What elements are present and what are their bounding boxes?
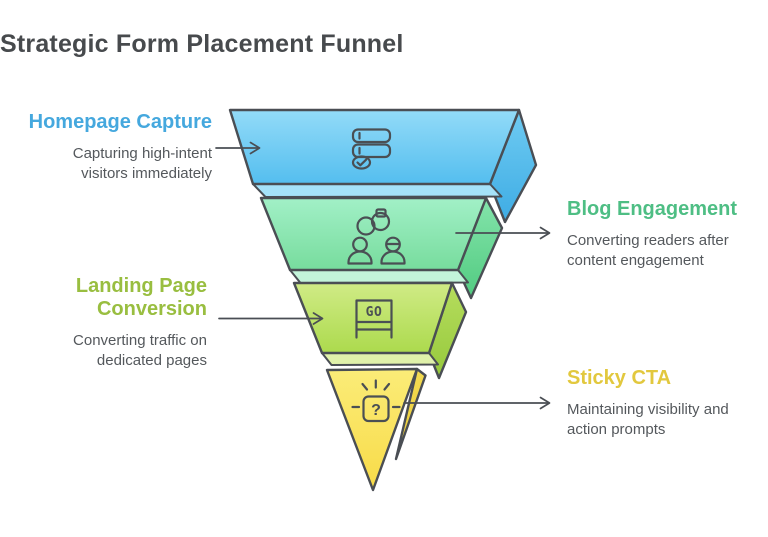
- go-sign-text: GO: [366, 305, 383, 320]
- label-blog: Blog Engagement Converting readers after…: [567, 198, 763, 270]
- funnel-level-landing: [292, 281, 468, 380]
- label-homepage-description: Capturing high-intent visitors immediate…: [72, 145, 212, 182]
- funnel-level-homepage: [228, 108, 538, 224]
- connector-arrow-homepage: [215, 141, 261, 155]
- page-title: Strategic Form Placement Funnel: [0, 30, 404, 58]
- funnel-level-blog: [259, 196, 504, 300]
- label-landing: Landing Page Conversion Converting traff…: [17, 275, 207, 370]
- connector-arrow-blog: [455, 226, 551, 240]
- question-prompt-text: ?: [371, 402, 381, 419]
- label-sticky: Sticky CTA Maintaining visibility and ac…: [567, 367, 767, 439]
- label-sticky-title: Sticky CTA: [567, 367, 672, 389]
- question-prompt-icon: ?: [351, 379, 401, 423]
- funnel-level-sticky-side: [394, 367, 427, 461]
- funnel-level-landing-front: [292, 281, 454, 355]
- go-sign-icon: GO: [355, 299, 393, 339]
- form-fields-icon: [351, 128, 392, 170]
- label-homepage: Homepage Capture Capturing high-intent v…: [18, 111, 212, 183]
- funnel-level-blog-front: [259, 196, 488, 272]
- community-users-icon: [347, 208, 406, 265]
- label-sticky-description: Maintaining visibility and action prompt…: [567, 401, 729, 438]
- label-landing-title: Landing Page Conversion: [75, 275, 207, 320]
- label-blog-description: Converting readers after content engagem…: [567, 232, 729, 269]
- funnel-level-sticky: [325, 367, 427, 492]
- connector-arrow-sticky: [403, 396, 551, 410]
- connector-arrow-landing: [218, 312, 324, 325]
- label-homepage-title: Homepage Capture: [28, 111, 212, 133]
- funnel-level-blog-bottom-lip: [289, 269, 469, 284]
- funnel-level-homepage-front: [228, 108, 521, 186]
- label-landing-description: Converting traffic on dedicated pages: [73, 332, 207, 369]
- funnel-level-homepage-bottom-lip: [252, 183, 503, 198]
- funnel-level-sticky-front: [325, 367, 419, 492]
- label-blog-title: Blog Engagement: [567, 198, 738, 220]
- funnel-level-landing-bottom-lip: [321, 352, 439, 366]
